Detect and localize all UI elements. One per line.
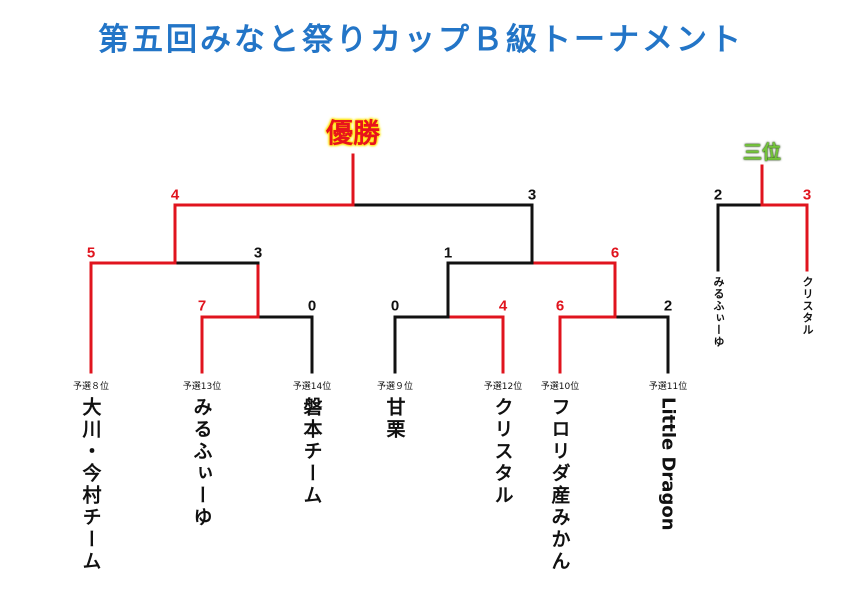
team-name: フロリダ産みかん: [548, 397, 571, 573]
team-name: 大川・今村チーム: [79, 397, 102, 573]
seed-label: 予選９位: [376, 382, 414, 392]
score-r2b-left: 1: [443, 244, 453, 262]
team-name: 甘栗: [383, 397, 406, 441]
team-name: みるふぃーゆ: [190, 397, 213, 529]
line-third-left: [716, 203, 764, 272]
seed-label: 予選12位: [483, 382, 523, 392]
score-final-left: 4: [170, 186, 180, 204]
third-team-left: みるふぃーゆ: [712, 276, 725, 348]
team-name: 磐本チーム: [300, 397, 323, 507]
score-r1c-right: 2: [663, 297, 673, 315]
score-r1b-left: 0: [390, 297, 400, 315]
score-third-right: 3: [802, 186, 812, 204]
score-r1c-left: 6: [555, 297, 565, 315]
third-team-right: クリスタル: [801, 276, 814, 336]
page-title: 第五回みなと祭りカップＢ級トーナメント: [98, 22, 744, 58]
champion-label: 優勝: [326, 118, 380, 150]
line-r2a-left: [89, 261, 177, 374]
seed-label: 予選13位: [182, 382, 222, 392]
line-r1a-left: [200, 315, 260, 374]
third-place-label: 三位: [742, 141, 782, 164]
seed-label: 予選11位: [648, 382, 688, 392]
score-r1a-left: 7: [197, 297, 207, 315]
score-r1b-right: 4: [498, 297, 508, 315]
score-final-right: 3: [527, 186, 537, 204]
team-name: Little Dragon: [657, 397, 679, 531]
seed-label: 予選10位: [540, 382, 580, 392]
line-r1a-right: [256, 315, 314, 374]
line-third-right: [760, 203, 809, 272]
line-r1b-right: [446, 315, 505, 374]
score-r1a-right: 0: [307, 297, 317, 315]
score-r2a-right: 3: [253, 244, 263, 262]
seed-label: 予選８位: [72, 382, 110, 392]
seed-label: 予選14位: [292, 382, 332, 392]
line-r1b-left: [393, 315, 450, 374]
team-name: クリスタル: [491, 397, 514, 507]
score-r2b-right: 6: [610, 244, 620, 262]
score-r2a-left: 5: [86, 244, 96, 262]
score-third-left: 2: [713, 186, 723, 204]
line-r1c-left: [558, 315, 617, 374]
line-r1c-right: [613, 315, 670, 374]
